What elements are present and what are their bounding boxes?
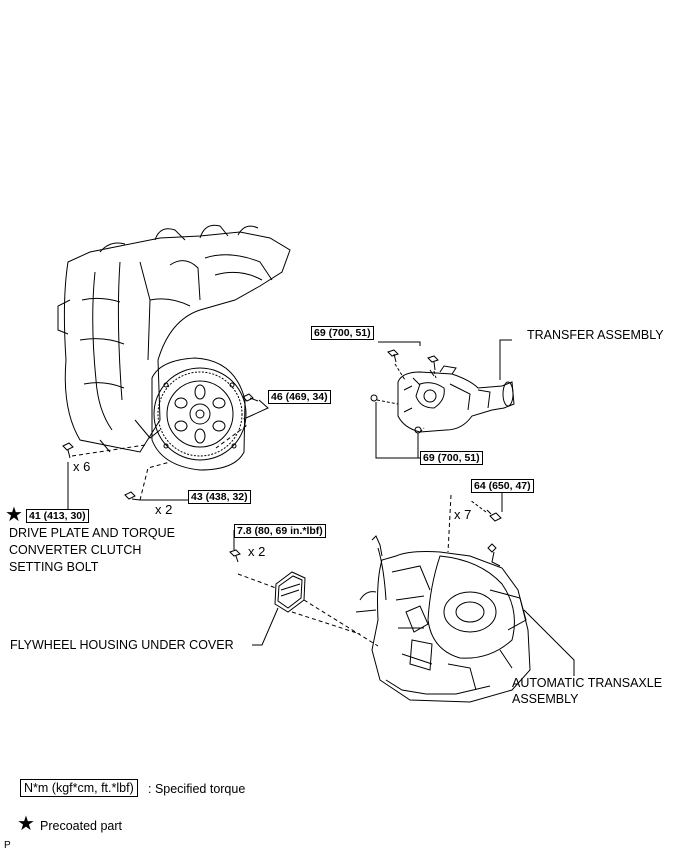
engine-bolts — [62, 393, 259, 501]
transaxle-label-line2: ASSEMBLY — [512, 692, 579, 706]
legend-precoated-text: Precoated part — [40, 819, 122, 833]
legend-star-icon: ★ — [17, 813, 35, 835]
torque-7-8-box: 7.8 (80, 69 in.*lbf) — [234, 524, 326, 538]
engine-illustration — [57, 224, 291, 471]
torque-43-box: 43 (438, 32) — [188, 490, 251, 504]
drive-plate-label-line3: SETTING BOLT — [9, 560, 99, 574]
legend-specified-torque-text: : Specified torque — [148, 782, 246, 796]
under-cover-illustration — [274, 571, 306, 613]
transaxle-label-line1: AUTOMATIC TRANSAXLE — [512, 676, 663, 690]
torque-41-box: 41 (413, 30) — [26, 509, 89, 523]
torque-64-box: 64 (650, 47) — [471, 479, 534, 493]
drive-plate-label-line2: CONVERTER CLUTCH — [9, 543, 142, 557]
corner-mark: P — [4, 840, 11, 851]
quantity-x7: x 7 — [454, 507, 472, 522]
transfer-bolts — [370, 349, 439, 434]
quantity-x2-engine: x 2 — [155, 502, 173, 517]
transaxle-bolts — [486, 509, 502, 522]
torque-69-upper-box: 69 (700, 51) — [311, 326, 374, 340]
quantity-x2-cover: x 2 — [248, 544, 266, 559]
quantity-x6: x 6 — [73, 459, 91, 474]
drive-plate-label-line1: DRIVE PLATE AND TORQUE — [9, 526, 176, 540]
flywheel-cover-label: FLYWHEEL HOUSING UNDER COVER — [10, 638, 234, 652]
legend-torque-unit-box: N*m (kgf*cm, ft.*lbf) — [20, 779, 138, 797]
transfer-illustration — [397, 365, 515, 433]
torque-46-box: 46 (469, 34) — [268, 390, 331, 404]
precoated-star-icon: ★ — [5, 504, 23, 526]
transfer-assembly-label: TRANSFER ASSEMBLY — [527, 328, 664, 342]
torque-69-lower-box: 69 (700, 51) — [420, 451, 483, 465]
transaxle-illustration — [355, 535, 531, 703]
